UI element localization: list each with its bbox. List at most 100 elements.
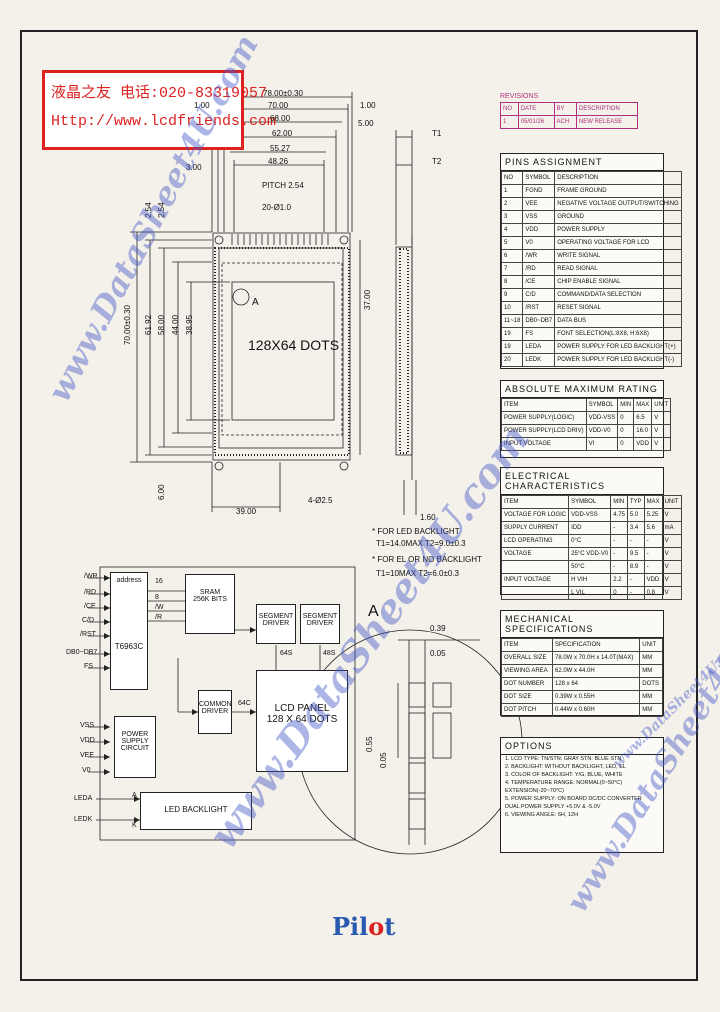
table-cell: mA	[661, 521, 682, 535]
table-cell: VDD-VSS	[585, 411, 619, 425]
table-cell: 50°C	[568, 560, 612, 574]
ctrl-line-r: /R	[155, 614, 162, 621]
table-cell: CHIP ENABLE SIGNAL	[554, 275, 682, 289]
table-cell: V	[651, 411, 672, 425]
detail-005: 0.05	[430, 649, 446, 658]
table-cell: POWER SUPPLY(LOGIC)	[501, 411, 587, 425]
table-cell: 0.8	[643, 586, 663, 600]
table-cell: 7	[500, 262, 524, 276]
table-cell: MM	[639, 664, 663, 678]
table-cell: 19	[500, 327, 524, 341]
table-cell: FRAME GROUND	[554, 184, 682, 198]
table-cell: DATA BUS	[554, 314, 682, 328]
table-cell: /RST	[522, 301, 556, 315]
table-cell: 6	[500, 249, 524, 263]
table-cell: /CE	[522, 275, 556, 289]
detail-039: 0.39	[430, 624, 446, 633]
sram-label: SRAM	[199, 589, 221, 596]
segment-driver-2: SEGMENT DRIVER	[300, 604, 340, 644]
table-header-cell: TYP	[626, 495, 645, 509]
revisions-title: REVISIONS	[500, 93, 539, 100]
table-cell: L VIL	[568, 586, 612, 600]
table-cell: VDD	[643, 573, 663, 587]
led-backlight-block: LED BACKLIGHT	[140, 792, 252, 830]
header-url[interactable]: Http://www.lcdfriends.com	[51, 113, 277, 130]
lcd-panel-block: LCD PANEL 128 X 64 DOTS	[256, 670, 348, 772]
table-header-cell: MAX	[643, 495, 663, 509]
dim-holes: 20-Ø1.0	[262, 203, 291, 212]
table-cell: 3.4	[626, 521, 645, 535]
table-header-cell: UNIT	[651, 398, 672, 412]
dim-width-bezel: 70.00	[268, 101, 289, 110]
table-cell: 62.0W x 44.0H	[551, 664, 641, 678]
table-cell: VDD	[522, 223, 556, 237]
panel-dots-label: 128X64 DOTS	[248, 337, 340, 353]
sram-size: 256K BITS	[193, 596, 227, 603]
pin-db: DB0~DB7	[66, 649, 98, 656]
table-cell: VOLTAGE FOR LOGIC	[500, 508, 570, 522]
module-outline	[212, 232, 351, 461]
pins-title: PINS ASSIGNMENT	[501, 154, 663, 171]
logo-part: t	[384, 912, 396, 941]
table-cell: V	[661, 573, 682, 587]
table-cell: 4	[500, 223, 524, 237]
dim-width-pitch: 48.26	[268, 157, 289, 166]
dim-height-38: 38.95	[185, 314, 194, 335]
table-cell: COMMAND/DATA SELECTION	[554, 288, 682, 302]
table-cell: DB0~DB7	[522, 314, 556, 328]
table-cell: LEDK	[522, 353, 556, 367]
table-cell: 0.39W x 0.55H	[551, 690, 641, 704]
options-line: 4. TEMPERATURE RANGE: NORMAL(0~50°C)	[505, 780, 623, 786]
table-cell: VIEWING AREA	[501, 664, 553, 678]
table-cell: FONT SELECTION(L:8X8, H:6X8)	[554, 327, 682, 341]
table-cell: NEW RELEASE	[575, 115, 639, 129]
viewing-area-outline	[221, 262, 343, 436]
table-cell: DOTS	[639, 677, 663, 691]
table-cell: 8	[500, 275, 524, 289]
logo-part: Pil	[332, 912, 369, 941]
controller-block: address T6963C	[110, 572, 148, 690]
options-line: DUAL POWER SUPPLY +5.0V & -5.0V	[505, 804, 601, 810]
note-led-backlight: * FOR LED BACKLIGHT	[372, 527, 460, 536]
pin-cd: C/D	[82, 617, 95, 624]
header-stamp: 液晶之友 电话:020-83319057 Http://www.lcdfrien…	[42, 70, 276, 150]
table-header-cell: DATE	[517, 102, 555, 116]
table-cell: VOLTAGE	[500, 547, 570, 561]
detail-a-label: A	[368, 603, 379, 620]
table-cell: 128 x 64	[551, 677, 641, 691]
table-cell: H VIH	[568, 573, 612, 587]
table-cell: POWER SUPPLY	[554, 223, 682, 237]
table-cell: LEDA	[522, 340, 556, 354]
dim-right-100: 1.00	[360, 101, 376, 110]
segment-driver-1-label: SEGMENT DRIVER	[258, 613, 294, 627]
pin-rd: /RD	[84, 589, 97, 596]
dim-pitch: PITCH 2.54	[262, 181, 304, 190]
table-cell: V0	[522, 236, 556, 250]
table-cell: IDD	[568, 521, 612, 535]
table-cell: -	[610, 521, 628, 535]
table-cell: RESET SIGNAL	[554, 301, 682, 315]
table-cell: 16.0	[633, 424, 653, 438]
dim-width-aa: 62.00	[272, 129, 293, 138]
table-cell: 5.0	[626, 508, 645, 522]
common-driver-label: COMMON DRIVER	[199, 701, 232, 715]
table-cell: OVERALL SIZE	[501, 651, 553, 665]
pin-vss: VSS	[80, 722, 95, 729]
dim-width-dots: 55.27	[270, 144, 291, 153]
table-cell: V	[651, 437, 672, 451]
table-header-cell: DESCRIPTION	[575, 102, 639, 116]
